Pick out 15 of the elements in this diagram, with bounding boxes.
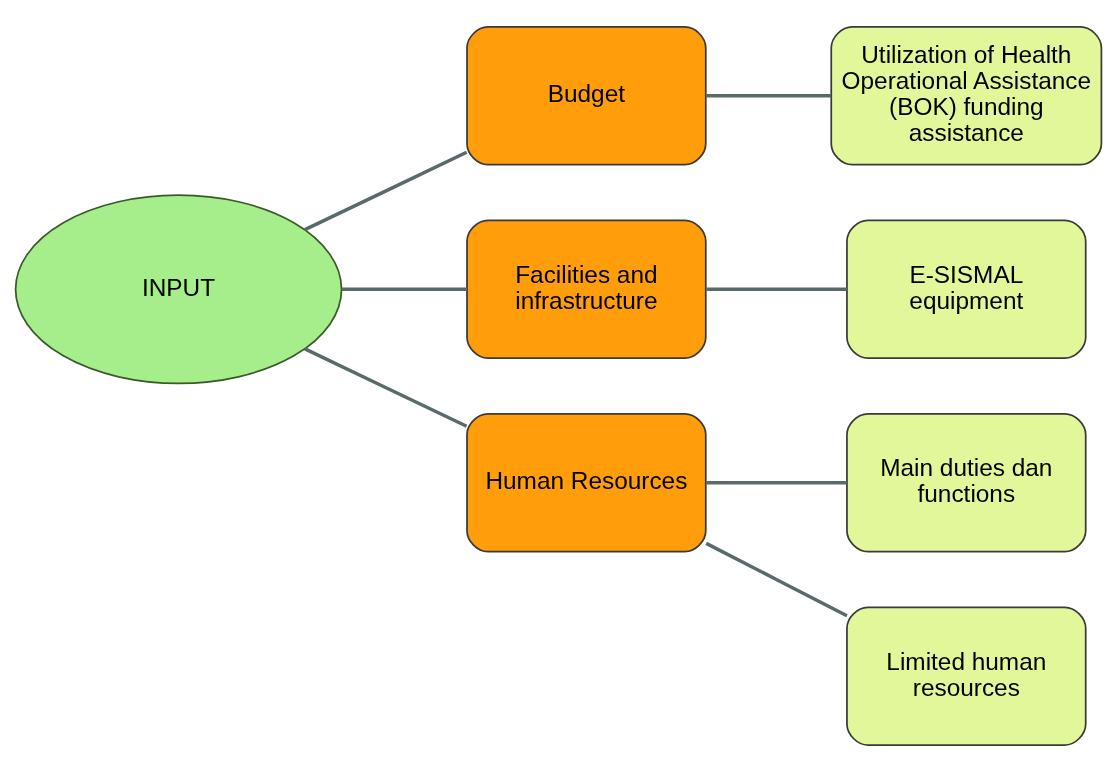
node-box: Main duties dan functions: [846, 413, 1087, 553]
connector: [706, 287, 847, 291]
node-box: E-SISMAL equipment: [846, 219, 1087, 359]
node-box: Utilization of Health Operational Assistance (BOK) funding assistance: [830, 26, 1103, 166]
connector: [304, 347, 468, 428]
connector: [341, 287, 467, 291]
connector: [706, 481, 847, 485]
connector: [304, 150, 468, 232]
node-box: Limited human resources: [846, 606, 1087, 746]
node-ellipse: INPUT: [14, 194, 343, 385]
connector: [705, 541, 848, 618]
connector: [706, 94, 832, 98]
node-box: Facilities and infrastructure: [466, 219, 707, 359]
node-box: Budget: [466, 26, 707, 166]
node-box: Human Resources: [466, 413, 707, 553]
